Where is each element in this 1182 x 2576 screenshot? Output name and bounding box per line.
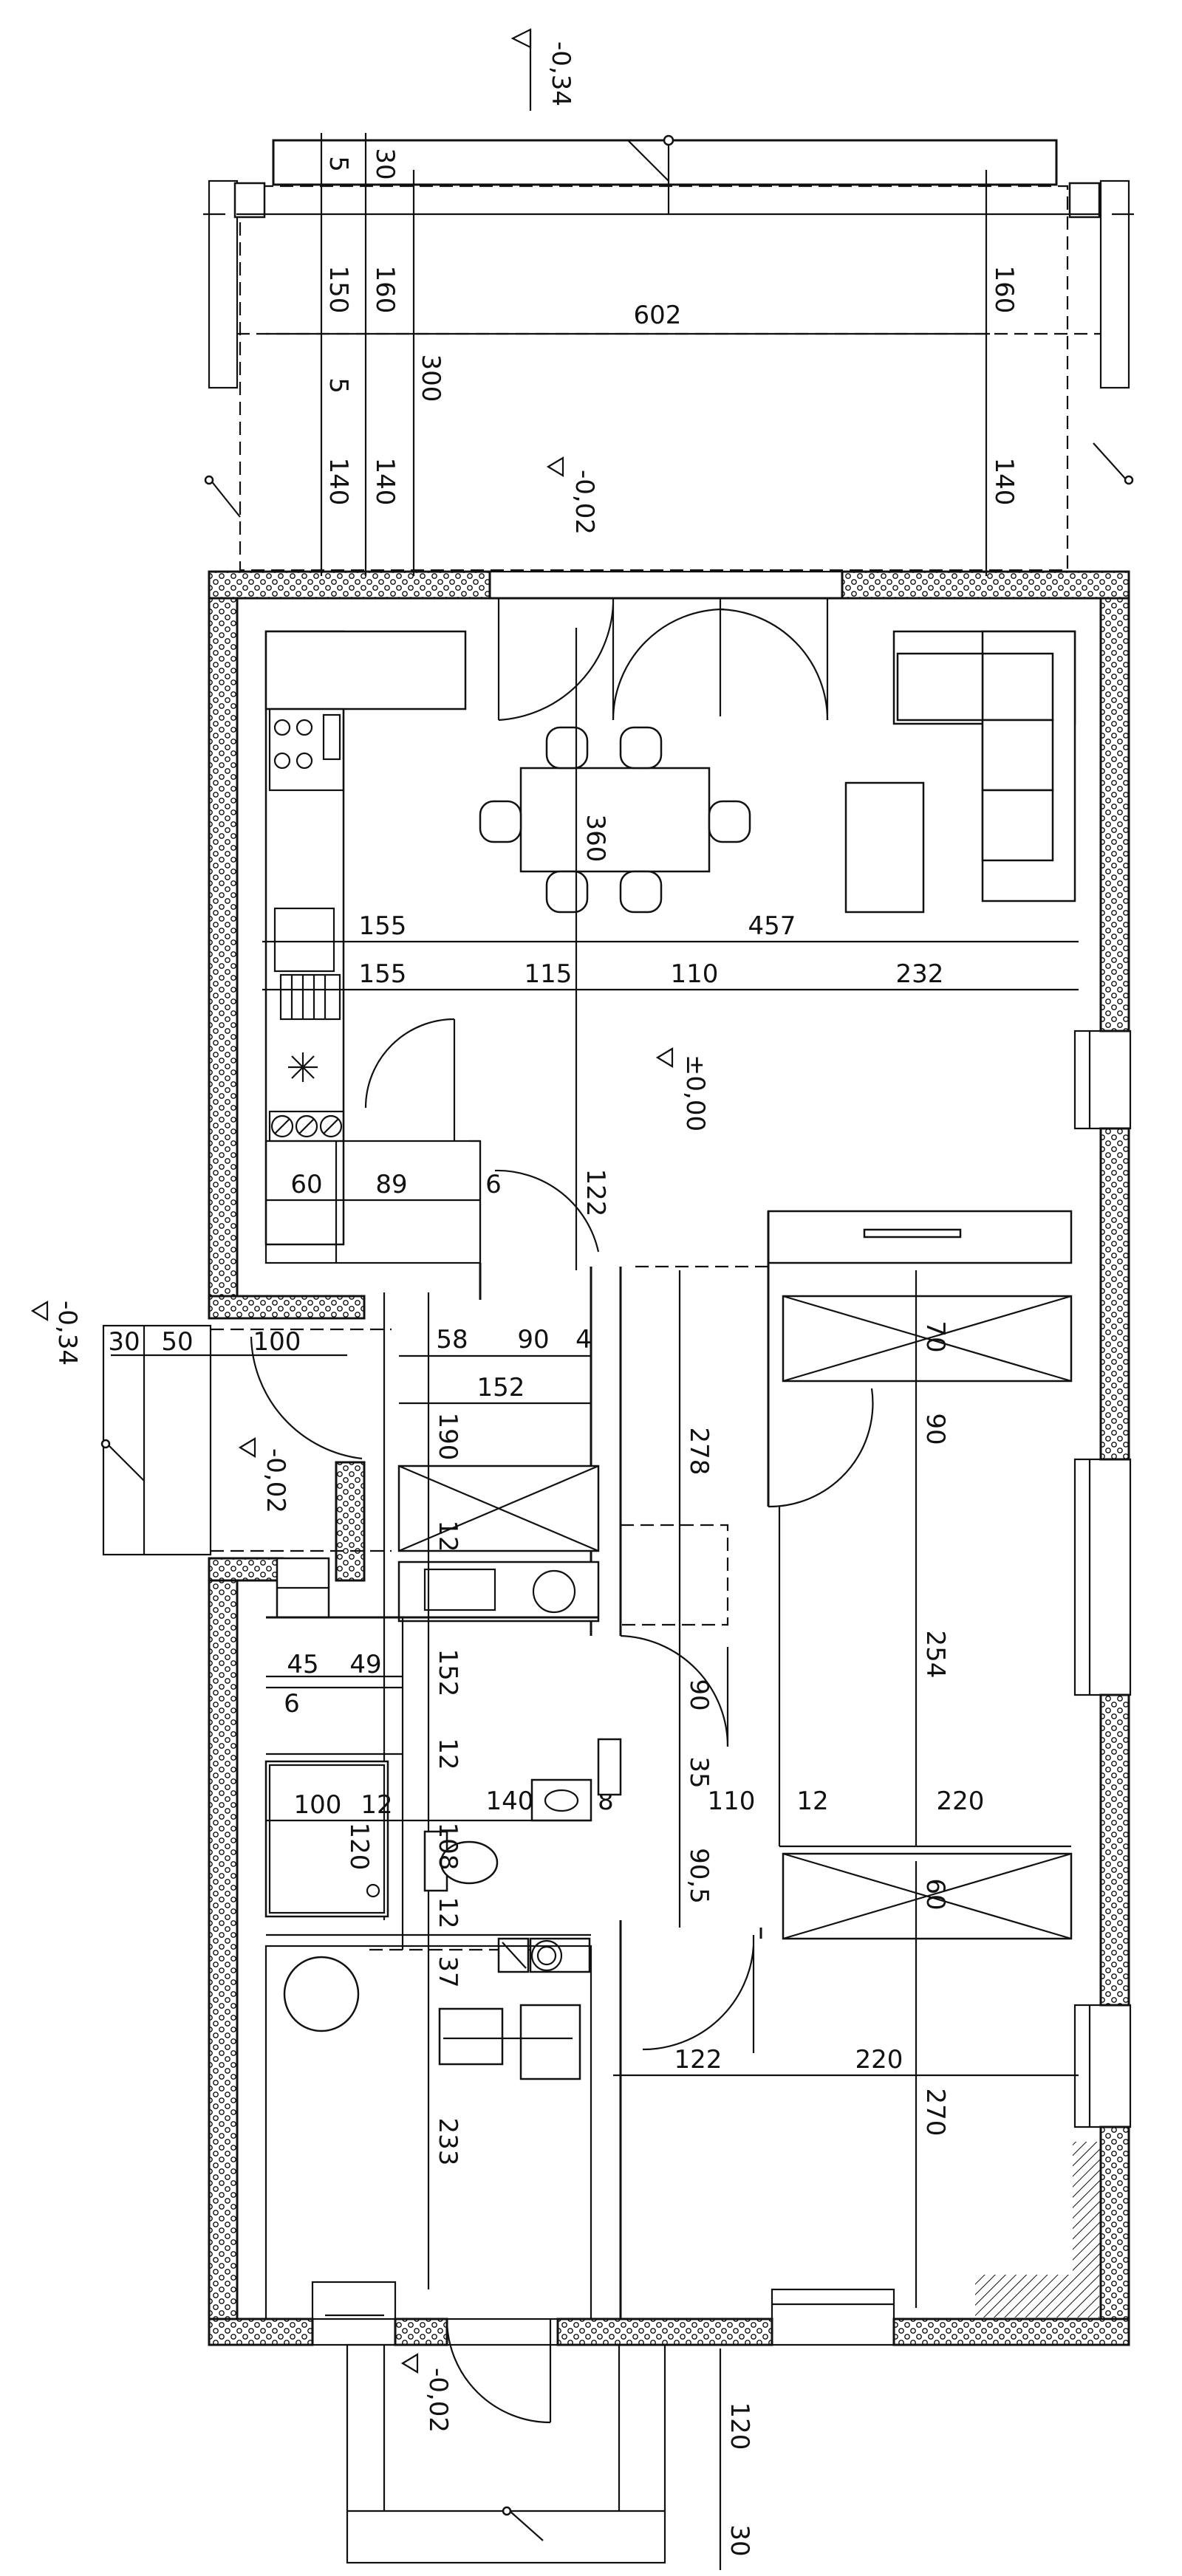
dim-pantry-89: 89 [375, 1170, 407, 1199]
dim-terrace-300: 300 [416, 354, 445, 402]
level-bottom-label: -0,02 [423, 2368, 453, 2433]
dim-bottom-120: 120 [725, 2402, 754, 2450]
level-marker-side-porch [238, 1437, 256, 1458]
dim-bath-12: 12 [361, 1790, 392, 1820]
dim-living-115: 115 [525, 959, 573, 989]
level-marker-side [30, 1301, 49, 1321]
dim-living-457: 457 [748, 911, 796, 941]
dim-hall-220-a: 220 [937, 1787, 985, 1816]
dim-bath-6: 6 [284, 1689, 300, 1719]
living-room [237, 570, 1132, 1300]
level-terrace-label: -0,02 [570, 470, 599, 535]
level-marker-main [655, 1047, 674, 1068]
bedrooms [613, 1270, 1132, 2346]
dim-pantry-60: 60 [290, 1170, 322, 1199]
dim-hall-152-b: 152 [433, 1649, 462, 1697]
level-marker-terrace [546, 456, 564, 477]
dim-hall-35: 35 [684, 1756, 714, 1788]
dim-hall-12-b: 12 [433, 1738, 462, 1770]
dim-bed-90: 90 [920, 1413, 950, 1445]
dim-bed-60: 60 [920, 1878, 950, 1910]
dim-hall-152-a: 152 [477, 1373, 525, 1402]
dim-pantry-6: 6 [485, 1170, 502, 1199]
corner-hatch [975, 2275, 1099, 2318]
dim-bottom-30: 30 [725, 2524, 754, 2556]
exterior-walls [208, 570, 1130, 2346]
dim-hall-140: 140 [486, 1787, 534, 1816]
dim-terrace-5: 5 [324, 156, 353, 172]
dim-side-100: 100 [253, 1327, 301, 1357]
dim-hall-90-b: 90 [684, 1679, 714, 1710]
dim-hall-90: 90 [517, 1325, 549, 1354]
level-top-label: -0,34 [546, 41, 575, 106]
dim-hall-278: 278 [684, 1428, 714, 1476]
dim-bed-70: 70 [920, 1320, 950, 1352]
dim-living-155-b: 155 [359, 959, 407, 989]
dim-side-50: 50 [161, 1327, 193, 1357]
dim-hall-90-5: 90,5 [684, 1848, 714, 1904]
dim-living-232: 232 [896, 959, 944, 989]
level-main-label: ±0,00 [680, 1055, 710, 1131]
dim-terrace-5b: 5 [324, 377, 353, 394]
dim-terrace-140-a: 140 [324, 458, 353, 506]
hallway [383, 1169, 770, 2289]
side-entry [100, 1324, 392, 1619]
dim-hall-4: 4 [575, 1325, 592, 1354]
dim-bath-49: 49 [349, 1650, 381, 1679]
level-marker-top [510, 28, 532, 111]
dim-living-360: 360 [581, 815, 610, 863]
dim-terrace-160-left: 160 [370, 266, 400, 314]
dim-bed-122: 122 [674, 2045, 722, 2075]
dim-terrace-30: 30 [370, 148, 400, 179]
dim-bath-45: 45 [287, 1650, 318, 1679]
dim-terrace-160-right: 160 [989, 266, 1019, 314]
dim-hall-37: 37 [433, 1956, 462, 1987]
dim-hall-58: 58 [436, 1325, 468, 1354]
dim-hall-233: 233 [433, 2118, 462, 2166]
dim-hall-12-d: 12 [433, 1897, 462, 1928]
dim-hall-12-a: 12 [433, 1520, 462, 1552]
terrace [203, 133, 1134, 576]
dim-bath-100: 100 [294, 1790, 342, 1820]
bathroom [264, 1616, 622, 1951]
dim-hall-12-c: 12 [796, 1787, 828, 1816]
dim-terrace-150: 150 [324, 266, 353, 314]
dim-terrace-140-right: 140 [989, 458, 1019, 506]
level-marker-bottom [400, 2353, 419, 2374]
dim-terrace-602: 602 [634, 301, 682, 330]
dim-hall-110: 110 [708, 1787, 756, 1816]
dim-bed-220: 220 [855, 2045, 903, 2075]
level-side-entry-label: -0,34 [52, 1301, 82, 1366]
dim-hall-190: 190 [433, 1413, 462, 1461]
dim-side-30: 30 [108, 1327, 140, 1357]
dim-living-110: 110 [671, 959, 719, 989]
dim-terrace-140-b: 140 [370, 458, 400, 506]
dim-bath-108: 108 [433, 1823, 462, 1871]
corner-hatch-side [1073, 2142, 1101, 2275]
dim-bed-270: 270 [920, 2089, 950, 2137]
dim-bath-120: 120 [344, 1823, 374, 1871]
dim-living-122: 122 [581, 1169, 610, 1217]
dim-bed-254: 254 [920, 1631, 950, 1679]
level-side-porch-label: -0,02 [261, 1448, 290, 1513]
dim-living-155-a: 155 [359, 911, 407, 941]
utility-room [264, 1937, 722, 2570]
